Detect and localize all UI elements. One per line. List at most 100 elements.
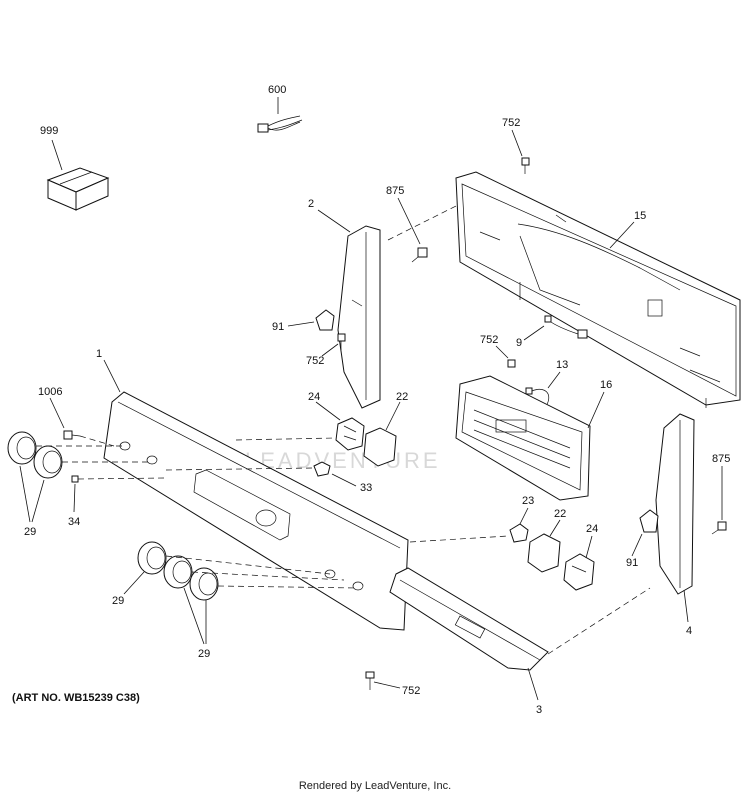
part-875-screw-lower[interactable]: [711, 521, 727, 535]
leader-23: [519, 507, 529, 525]
part-1006-screw[interactable]: [63, 430, 81, 440]
label-34: 34: [68, 516, 80, 528]
leader-4: [683, 589, 689, 623]
label-752-bracket: 752: [306, 355, 324, 367]
part-29-knob-lower-2[interactable]: [163, 555, 193, 589]
part-29-knob-left-2[interactable]: [33, 445, 63, 479]
alignment-line-knob4: [191, 571, 345, 581]
part-999-literature-box[interactable]: [46, 167, 110, 211]
part-91-clip-lower[interactable]: [639, 509, 659, 533]
part-875-screw-upper[interactable]: [411, 247, 428, 263]
alignment-line-knob5: [217, 585, 359, 589]
alignment-line-34: [77, 477, 165, 480]
leader-29c-1: [183, 587, 205, 645]
part-9-wire-harness[interactable]: [544, 315, 588, 339]
alignment-line-3: [547, 587, 651, 655]
part-600-wire-harness[interactable]: [257, 115, 303, 133]
part-23-indicator[interactable]: [509, 523, 529, 543]
label-752-control: 752: [480, 334, 498, 346]
label-3: 3: [536, 704, 542, 716]
leader-29b: [123, 571, 145, 595]
label-22-upper: 22: [396, 391, 408, 403]
label-4: 4: [686, 625, 692, 637]
leader-29a-2: [31, 479, 45, 523]
alignment-line-knob3: [165, 555, 331, 575]
leader-1: [103, 359, 121, 393]
label-29-lower: 29: [198, 648, 210, 660]
leader-2: [317, 209, 351, 233]
label-9: 9: [516, 337, 522, 349]
label-24-upper: 24: [308, 391, 320, 403]
label-752-bottom: 752: [402, 685, 420, 697]
leader-34: [73, 483, 76, 513]
label-875-upper: 875: [386, 185, 404, 197]
part-29-knob-left-1[interactable]: [7, 431, 37, 465]
part-22-switch-upper[interactable]: [363, 427, 397, 467]
leader-91a: [287, 321, 315, 327]
label-16: 16: [600, 379, 612, 391]
leader-752c: [495, 345, 509, 359]
alignment-line-24a: [235, 437, 337, 441]
leader-15: [609, 221, 635, 249]
leader-9: [523, 325, 545, 341]
leader-22b: [549, 519, 561, 537]
part-24-switch-upper[interactable]: [335, 417, 365, 451]
footer-credit: Rendered by LeadVenture, Inc.: [298, 780, 452, 792]
leader-752d: [373, 681, 401, 689]
leader-3: [527, 667, 539, 701]
label-33: 33: [360, 482, 372, 494]
label-999: 999: [40, 125, 58, 137]
part-752-screw-bottom[interactable]: [365, 671, 375, 690]
part-24-switch-lower[interactable]: [563, 553, 595, 591]
label-2: 2: [308, 198, 314, 210]
alignment-line-23: [409, 535, 509, 543]
leader-24a: [315, 401, 341, 421]
leader-13: [547, 371, 561, 389]
part-15-rear-panel[interactable]: [455, 171, 741, 408]
part-752-screw-bracket[interactable]: [337, 333, 346, 350]
leader-1006: [49, 397, 65, 429]
label-23: 23: [522, 495, 534, 507]
label-91-upper: 91: [272, 321, 284, 333]
part-752-screw-top[interactable]: [521, 157, 530, 174]
alignment-line-875: [387, 205, 457, 241]
label-600: 600: [268, 84, 286, 96]
leader-999: [51, 139, 63, 171]
leader-875a: [397, 197, 421, 245]
art-number: (ART NO. WB15239 C38): [12, 692, 140, 704]
part-29-knob-lower-1[interactable]: [137, 541, 167, 575]
leader-29a-1: [19, 465, 31, 523]
label-29-left: 29: [24, 526, 36, 538]
label-91-lower: 91: [626, 557, 638, 569]
leader-33: [331, 473, 357, 487]
leader-16: [587, 391, 605, 429]
alignment-line-33: [165, 467, 315, 471]
part-22-switch-lower[interactable]: [527, 533, 561, 573]
label-875-lower: 875: [712, 453, 730, 465]
part-752-screw-control[interactable]: [507, 359, 516, 368]
alignment-line-1006: [79, 435, 115, 447]
part-34-spacer[interactable]: [71, 475, 79, 483]
label-752-top: 752: [502, 117, 520, 129]
label-1: 1: [96, 348, 102, 360]
part-16-control-board[interactable]: [455, 375, 591, 501]
part-4-right-bracket[interactable]: [655, 413, 695, 595]
leader-752a: [511, 129, 523, 157]
part-3-bottom-trim[interactable]: [389, 567, 549, 671]
part-33-indicator-light[interactable]: [313, 461, 331, 477]
watermark: LEADVENTURE: [245, 448, 441, 473]
leader-752b: [321, 343, 339, 357]
label-15: 15: [634, 210, 646, 222]
label-24-lower: 24: [586, 523, 598, 535]
part-1-control-panel[interactable]: [103, 391, 409, 631]
leader-22a: [385, 401, 401, 431]
leader-91b: [631, 533, 643, 557]
label-29-lower-left: 29: [112, 595, 124, 607]
label-13: 13: [556, 359, 568, 371]
part-29-knob-lower-3[interactable]: [189, 567, 219, 601]
part-2-left-bracket[interactable]: [337, 225, 381, 409]
part-91-clip-upper[interactable]: [315, 309, 335, 331]
leader-24b: [585, 535, 593, 559]
label-22-lower: 22: [554, 508, 566, 520]
